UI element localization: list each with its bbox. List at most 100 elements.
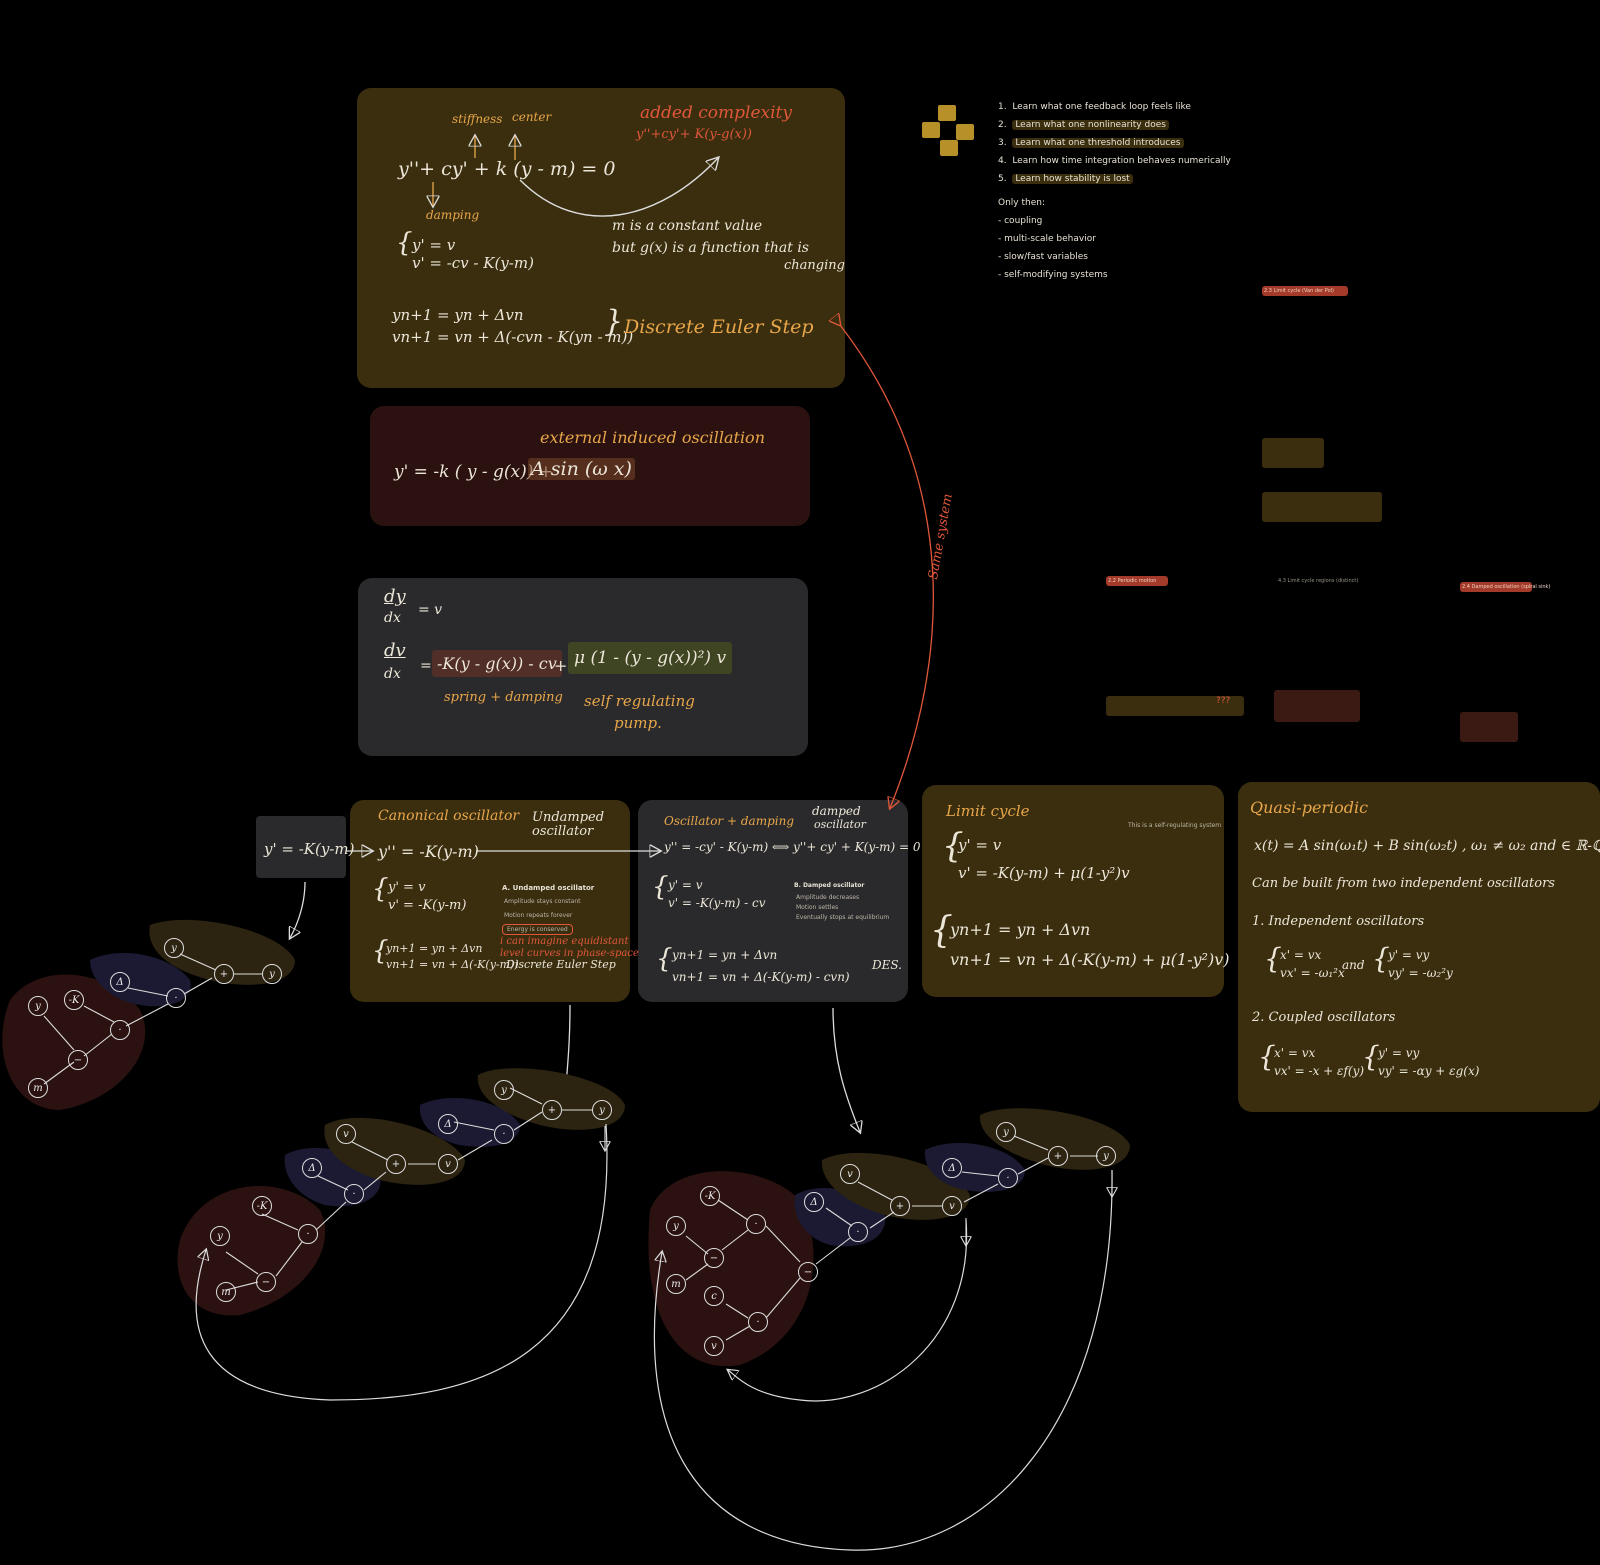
note-line-1: m is a constant value: [612, 218, 763, 234]
quasi-brace-2: {: [1372, 942, 1390, 975]
blob-olive-2: [324, 1117, 465, 1185]
canonical-note-2: Motion repeats forever: [504, 912, 573, 919]
limit-title: Limit cycle: [946, 802, 1030, 820]
pump-term: μ (1 - (y - g(x))²) v: [568, 642, 733, 674]
dv-numerator: dv: [384, 640, 406, 661]
damped-note-head: B. Damped oscillator: [794, 882, 865, 889]
node-v: v: [438, 1154, 458, 1174]
damped-brace-1: {: [652, 872, 669, 902]
small-eq: y' = -K(y-m): [264, 840, 355, 858]
node-multiply: ·: [748, 1312, 768, 1332]
quasi-brace-3: {: [1258, 1040, 1276, 1073]
small-equation-box: [256, 816, 346, 878]
canonical-red-1: i can imagine equidistant: [500, 936, 629, 947]
damped-euler-2: vn+1 = vn + Δ(-K(y-m) - cvn): [672, 970, 850, 984]
learning-checklist: 1. Learn what one feedback loop feels li…: [998, 98, 1231, 284]
title-added-complexity: added complexity: [640, 103, 792, 123]
arrow-down-damped: [832, 1007, 860, 1132]
node-c: c: [704, 1286, 724, 1306]
dy-denominator: dx: [384, 610, 401, 626]
brace-1: {: [396, 228, 413, 258]
quasi-cb2: vy' = -αy + εg(x): [1378, 1064, 1480, 1078]
node-y: y: [996, 1122, 1016, 1142]
node-delta: Δ: [110, 972, 130, 992]
node-multiply: ·: [166, 988, 186, 1008]
quasi-brace-4: {: [1362, 1040, 1380, 1073]
node-k: -K: [700, 1186, 720, 1206]
blob-olive-1: [149, 919, 295, 985]
damped-note-1: Amplitude decreases: [796, 894, 860, 901]
canonical-red-2: level curves in phase-space: [500, 948, 639, 959]
damped-sys-1: y' = v: [668, 878, 703, 892]
damped-des-label: DES.: [872, 958, 902, 972]
node-delta: Δ: [942, 1158, 962, 1178]
quasi-ca2: vx' = -x + εf(y): [1274, 1064, 1365, 1078]
node-minus: −: [798, 1262, 818, 1282]
blob-purple-1: [90, 952, 191, 1007]
node-y: y: [262, 964, 282, 984]
damped-oscillator-panel: [638, 800, 908, 1002]
label-spring-damping: spring + damping: [444, 690, 563, 705]
node-y: y: [1096, 1146, 1116, 1166]
quasi-title: Quasi-periodic: [1250, 798, 1369, 817]
quasi-and: and: [1342, 958, 1365, 972]
damped-title-2: damped: [812, 804, 861, 818]
quasi-eq: x(t) = A sin(ω₁t) + B sin(ω₂t) , ω₁ ≠ ω₂…: [1254, 838, 1600, 854]
tiny-note-limit-cycle: 2.3 Limit cycle (Van der Pol): [1264, 288, 1334, 294]
canonical-brace-1: {: [372, 874, 389, 904]
node-minus: −: [68, 1050, 88, 1070]
checklist-item-1: 1. Learn what one feedback loop feels li…: [998, 102, 1191, 112]
bullet-multiscale: - multi-scale behavior: [998, 234, 1096, 244]
quasi-brace-1: {: [1264, 942, 1282, 975]
canonical-title-2: Undamped: [532, 810, 605, 825]
top-equation-panel: [357, 88, 845, 388]
system-eq-1: y' = v: [412, 236, 456, 254]
canonical-title: Canonical oscillator: [378, 808, 520, 824]
dy-numerator: dy: [384, 586, 406, 607]
checklist-item-3: 3. Learn what one threshold introduces: [998, 134, 1231, 152]
note-line-3: changing: [784, 258, 845, 273]
node-multiply: ·: [998, 1168, 1018, 1188]
node-minus: −: [256, 1272, 276, 1292]
node-v: v: [942, 1196, 962, 1216]
quasi-ib1: y' = vy: [1388, 948, 1430, 962]
node-delta: Δ: [438, 1114, 458, 1134]
feedback-loop-2: [728, 1219, 968, 1402]
node-y: y: [494, 1080, 514, 1100]
external-title: external induced oscillation: [540, 428, 765, 447]
eq-added-complexity: y''+cy'+ K(y-g(x)): [636, 127, 752, 142]
eq1-rhs: = v: [418, 602, 443, 618]
plus-sign: +: [554, 656, 568, 675]
damped-brace-2: {: [656, 944, 673, 974]
node-multiply: ·: [746, 1214, 766, 1234]
limit-brace-2: {: [930, 910, 953, 951]
euler-eq-1: yn+1 = yn + Δvn: [392, 306, 524, 324]
puzzle-icon: [922, 105, 974, 156]
damped-sys-2: v' = -K(y-m) - cv: [668, 896, 766, 910]
canonical-euler-label: Discrete Euler Step: [506, 958, 616, 971]
quasi-line2: Can be built from two independent oscill…: [1252, 876, 1555, 891]
tiny-note-damped: 2.4 Damped oscillation (spiral sink): [1462, 584, 1551, 590]
quasi-h2: 2. Coupled oscillators: [1252, 1010, 1396, 1025]
blob-olive-5: [979, 1108, 1130, 1170]
damped-note-3: Eventually stops at equilibrium: [796, 914, 890, 921]
eq-main: y''+ cy' + k (y - m) = 0: [398, 158, 616, 180]
feedback-loop-3: [653, 1169, 1113, 1551]
node-plus: +: [386, 1154, 406, 1174]
node-multiply: ·: [298, 1224, 318, 1244]
quasi-ca1: x' = vx: [1274, 1046, 1316, 1060]
limit-sys-1: y' = v: [958, 836, 1002, 854]
tiny-note-question: ???: [1216, 696, 1231, 706]
checklist-item-2: 2. Learn what one nonlinearity does: [998, 116, 1231, 134]
canonical-eq: y'' = -K(y-m): [378, 842, 479, 861]
node-y: y: [28, 996, 48, 1016]
only-then-label: Only then:: [998, 198, 1045, 208]
node-m: m: [666, 1274, 686, 1294]
node-multiply: ·: [848, 1222, 868, 1242]
system-eq-2: v' = -cv - K(y-m): [412, 254, 534, 272]
canonical-note-box: Energy is conserved: [502, 924, 573, 935]
blob-red-3: [648, 1171, 814, 1367]
same-system-arrow: [840, 325, 934, 808]
limit-euler-2: vn+1 = vn + Δ(-K(y-m) + μ(1-y²)v): [950, 950, 1230, 969]
